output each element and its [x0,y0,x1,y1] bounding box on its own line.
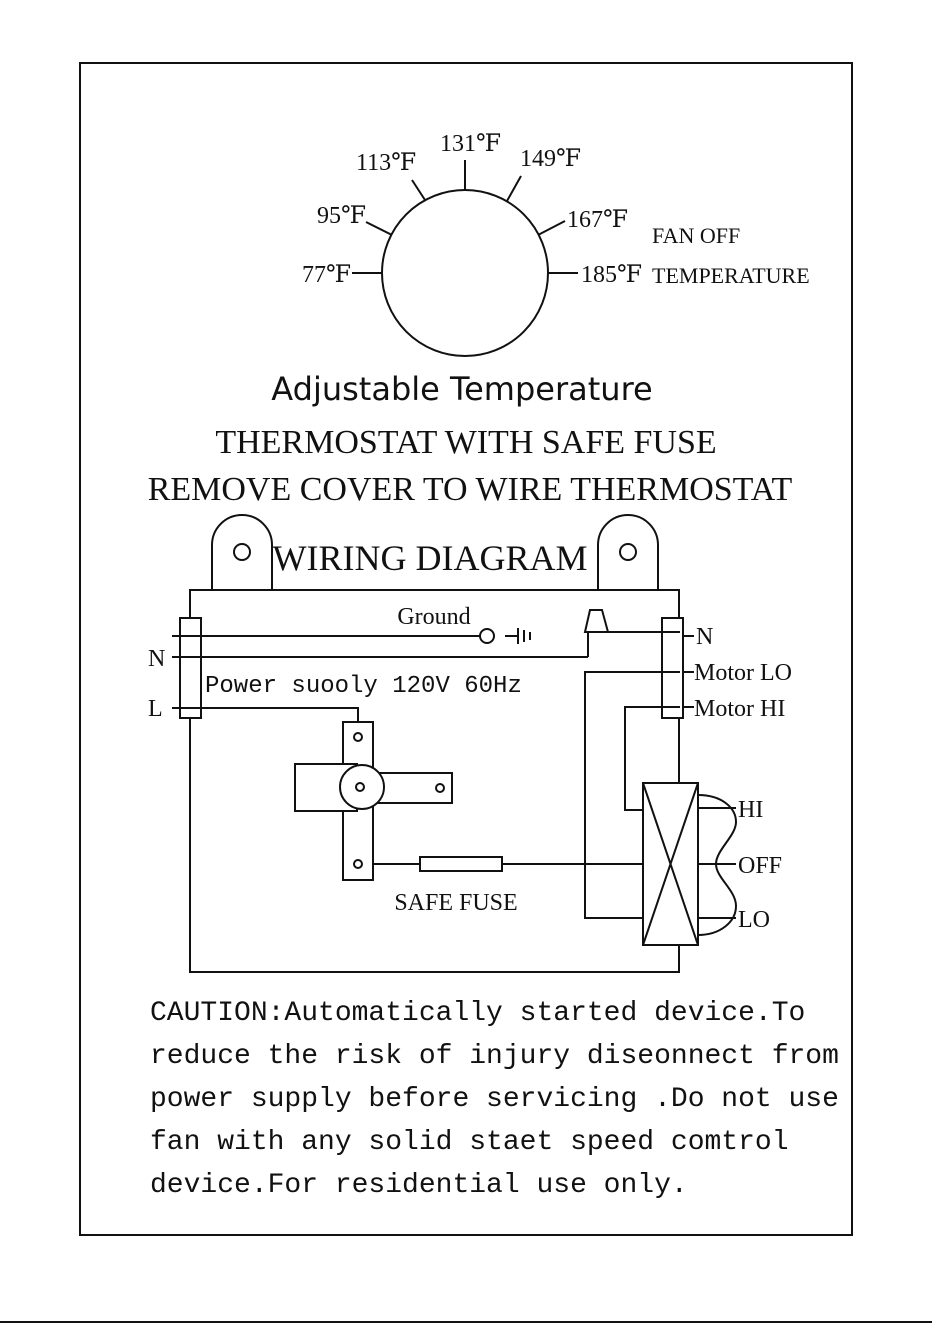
mounting-tab-right [597,514,659,590]
dial-mark-185: 185℉ [581,262,642,288]
right-n-label: N [696,624,713,650]
motor-hi-wire [624,706,680,811]
motor-lo-label: Motor LO [694,660,792,686]
thermostat-knob-hole [355,782,365,792]
switch-cross-2 [642,782,699,946]
mounting-hole-right [619,543,637,561]
heading-line-1: THERMOSTAT WITH SAFE FUSE [215,424,716,461]
mounting-hole-left [233,543,251,561]
thermostat-hole-bottom [353,859,363,869]
terminal-block-right [661,617,684,719]
caution-line-3: power supply before servicing .Do not us… [150,1084,839,1115]
left-n-label: N [148,646,165,672]
wiring-diagram: WIRING DIAGRAM Ground N L Power suooly 1… [148,514,792,973]
power-supply-label: Power suooly 120V 60Hz [205,673,522,700]
dial-tick-113 [411,179,426,201]
heading-title: Adjustable Temperature [271,370,652,408]
connector-symbol [583,609,610,633]
wiring-diagram-title: WIRING DIAGRAM [273,538,588,578]
heading-line-2: REMOVE COVER TO WIRE THERMOSTAT [148,471,793,508]
terminal-block-left [179,617,202,719]
safe-fuse [419,856,503,872]
dial-tick-149 [506,175,522,202]
motor-hi-label: Motor HI [694,696,785,722]
mounting-tab-left [211,514,273,590]
return-wire [190,945,680,973]
caution-line-2: reduce the risk of injury diseonnect fro… [150,1041,839,1072]
ground-label: Ground [397,604,470,630]
fan-off-label: FAN OFF [652,223,740,248]
left-l-label: L [148,696,163,722]
temperature-dial: 77℉ 95℉ 113℉ 131℉ 149℉ 167℉ 185℉ FAN OFF… [302,131,810,357]
outer-frame [79,62,853,1236]
dial-mark-95: 95℉ [317,203,366,229]
line-wire [200,707,359,722]
thermostat-hole-top [353,732,363,742]
switch-hi-label: HI [738,797,763,823]
caution-text: CAUTION:Automatically started device.To … [150,998,839,1201]
dial-mark-167: 167℉ [567,207,628,233]
temperature-label: TEMPERATURE [652,263,810,288]
switch-lo-label: LO [738,907,770,933]
thermostat-arm-hole [435,783,445,793]
dial-mark-77: 77℉ [302,262,351,288]
dial-mark-113: 113℉ [356,150,416,176]
dial-tick-167 [537,220,566,236]
caution-line-4: fan with any solid staet speed comtrol [150,1127,789,1158]
switch-off-label: OFF [738,853,782,879]
safe-fuse-label: SAFE FUSE [394,890,517,916]
caution-line-1: CAUTION:Automatically started device.To [150,998,805,1029]
dial-circle [381,189,549,357]
thermostat-knob [339,764,385,810]
ground-terminal [479,628,495,644]
dial-tick-95 [365,221,393,236]
caution-line-5: device.For residential use only. [150,1170,688,1201]
dial-mark-149: 149℉ [520,146,581,172]
dial-mark-131: 131℉ [440,131,501,157]
motor-lo-wire [584,671,680,919]
